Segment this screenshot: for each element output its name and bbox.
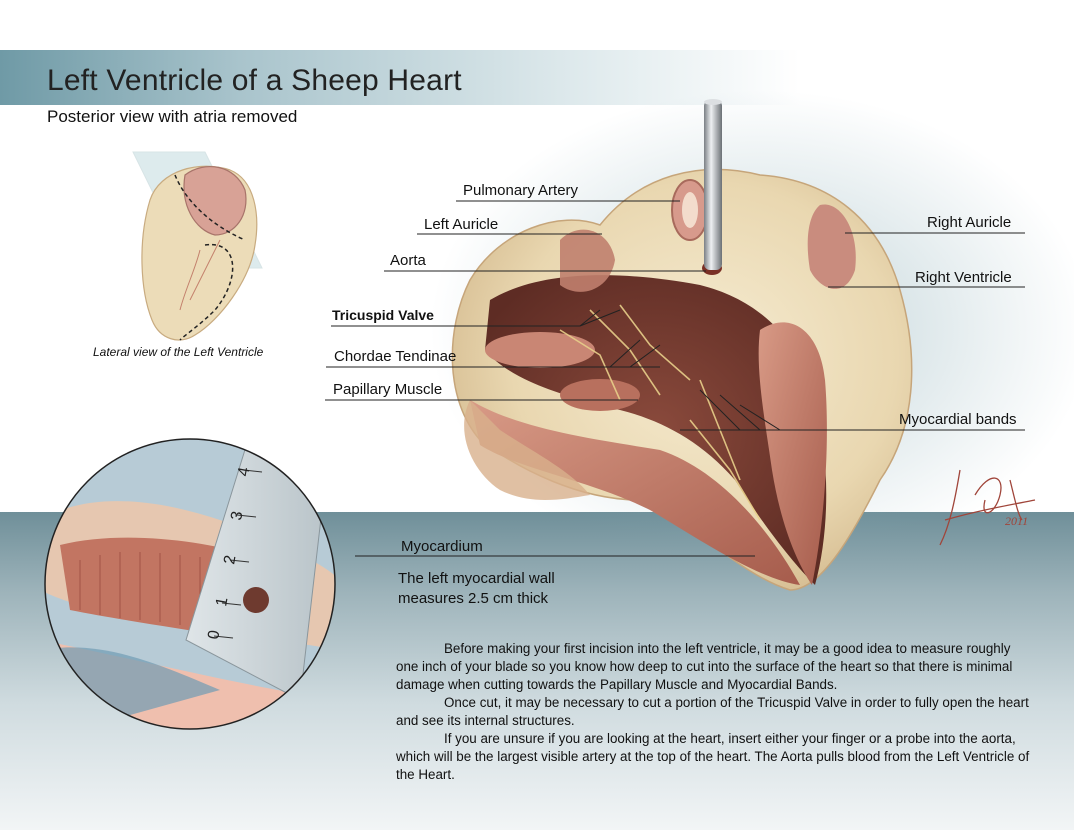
- lateral-view-caption: Lateral view of the Left Ventricle: [93, 345, 264, 359]
- label-myocardial-bands: Myocardial bands: [899, 411, 1017, 428]
- signature-year: 2011: [1005, 514, 1028, 528]
- lateral-heart: [132, 151, 263, 341]
- heart-main: [451, 168, 913, 591]
- page-title: Left Ventricle of a Sheep Heart: [47, 64, 462, 97]
- ruler-mark-4: 4: [235, 466, 253, 478]
- instructions: Before making your first incision into t…: [396, 640, 1036, 784]
- instruction-paragraph: Once cut, it may be necessary to cut a p…: [396, 695, 1029, 728]
- leader-lines: [325, 200, 1025, 557]
- myocardium-note: The left myocardial wall measures 2.5 cm…: [398, 569, 555, 609]
- label-chordae-tendinae: Chordae Tendinae: [334, 348, 457, 365]
- ruler-mark-2: 2: [221, 554, 239, 566]
- myocardium-note-line2: measures 2.5 cm thick: [398, 590, 549, 607]
- label-papillary-muscle: Papillary Muscle: [333, 381, 443, 398]
- ruler-numbers: 0 1 2 3 4: [205, 466, 253, 641]
- instruction-paragraph: Before making your first incision into t…: [396, 641, 1013, 692]
- title-band: [0, 50, 800, 105]
- ruler-mark-3: 3: [228, 510, 246, 522]
- magnified-detail: [44, 438, 336, 730]
- probe: [704, 100, 722, 270]
- label-myocardium: Myocardium: [401, 538, 483, 555]
- label-pulmonary-artery: Pulmonary Artery: [463, 182, 579, 199]
- instruction-paragraph: If you are unsure if you are looking at …: [396, 731, 1030, 782]
- artist-signature: [939, 469, 1036, 546]
- label-right-ventricle: Right Ventricle: [915, 269, 1012, 286]
- label-right-auricle: Right Auricle: [927, 214, 1012, 231]
- ruler-mark-1: 1: [213, 596, 231, 608]
- ruler-mark-0: 0: [205, 629, 223, 641]
- label-aorta: Aorta: [390, 252, 426, 269]
- myocardium-note-line1: The left myocardial wall: [398, 570, 555, 587]
- label-tricuspid-valve: Tricuspid Valve: [332, 307, 434, 323]
- label-left-auricle: Left Auricle: [424, 216, 499, 233]
- page-subtitle: Posterior view with atria removed: [47, 107, 298, 126]
